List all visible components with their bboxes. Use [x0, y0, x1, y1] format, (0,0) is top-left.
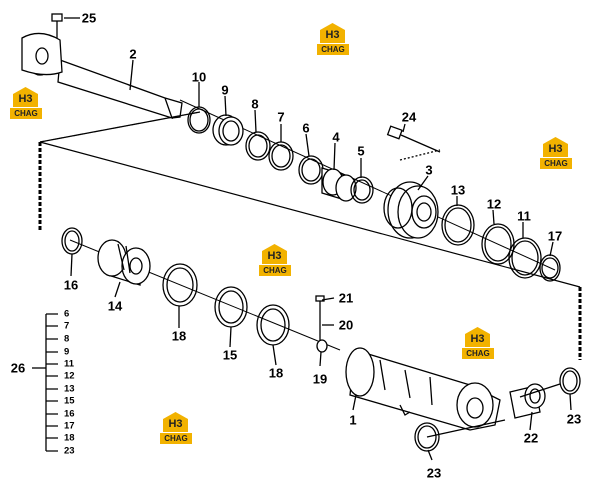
piston-14: [97, 239, 151, 286]
part-label: 19: [312, 371, 328, 387]
kit-item: 6: [64, 308, 70, 320]
part-label: 13: [450, 182, 466, 198]
part-label: 23: [426, 465, 442, 481]
part-label: 5: [357, 143, 365, 159]
part-label: 22: [523, 430, 539, 446]
part-label: 16: [63, 277, 79, 293]
kit-item: 17: [64, 420, 75, 432]
kit-item: 23: [64, 445, 75, 457]
part-label: 23: [566, 411, 582, 427]
kit-bracket: [32, 313, 58, 452]
part-label: 25: [81, 10, 97, 26]
ring-8: [245, 131, 271, 161]
kit-item: 18: [64, 432, 75, 444]
ring-11: [508, 237, 542, 279]
part-label: 9: [221, 82, 229, 98]
kit-item: 7: [64, 320, 70, 332]
part-label: 3: [425, 162, 433, 178]
part-label: 14: [107, 298, 123, 314]
kit-item: 15: [64, 395, 75, 407]
brand-logo: H3 CHAG: [458, 327, 498, 361]
part-label: 7: [277, 109, 285, 125]
kit-item: 9: [64, 346, 70, 358]
part-label: 11: [517, 208, 531, 224]
part-label: 15: [222, 347, 238, 363]
ring-13: [441, 204, 475, 246]
part-label: 24: [401, 109, 417, 125]
brand-logo: H3 CHAG: [313, 23, 353, 57]
part-label: 18: [171, 328, 187, 344]
brand-logo: H3 CHAG: [156, 412, 196, 446]
bushing-22: [509, 383, 546, 419]
ring-10: [187, 106, 211, 134]
part-label: 4: [332, 129, 340, 145]
ring-9: [212, 114, 244, 146]
ring-18-a: [162, 263, 198, 307]
lubrication-nipple: [51, 13, 63, 38]
ring-5: [350, 176, 374, 204]
brand-logo: H3 CHAG: [255, 244, 295, 278]
part-label: 18: [268, 365, 284, 381]
part-label: 6: [302, 120, 310, 136]
bolt-24: [386, 125, 441, 153]
cylinder-tube: [345, 347, 501, 431]
part-label: 10: [191, 69, 207, 85]
part-label: 17: [547, 228, 563, 244]
grease-nipple: [315, 295, 328, 353]
part-label: 20: [338, 317, 354, 333]
part-label: 2: [129, 46, 137, 62]
kit-label: 26: [10, 360, 26, 376]
ring-23-left: [414, 422, 440, 452]
brand-logo: H3 CHAG: [6, 87, 46, 121]
bushing-4: [321, 167, 357, 202]
ring-18-b: [256, 304, 290, 346]
brand-logo: H3 CHAG: [536, 137, 576, 171]
kit-item: 12: [64, 370, 75, 382]
part-label: 21: [338, 290, 354, 306]
ring-15: [214, 286, 248, 328]
part-label: 8: [251, 96, 259, 112]
part-label: 12: [486, 196, 502, 212]
gland-head: [383, 181, 439, 239]
kit-item: 13: [64, 383, 75, 395]
part-label: 1: [349, 412, 357, 428]
piston-rod: [21, 32, 183, 120]
kit-item: 16: [64, 408, 75, 420]
kit-item: 8: [64, 333, 70, 345]
kit-item: 11: [64, 358, 75, 370]
kit-boundary-top: [39, 111, 201, 143]
